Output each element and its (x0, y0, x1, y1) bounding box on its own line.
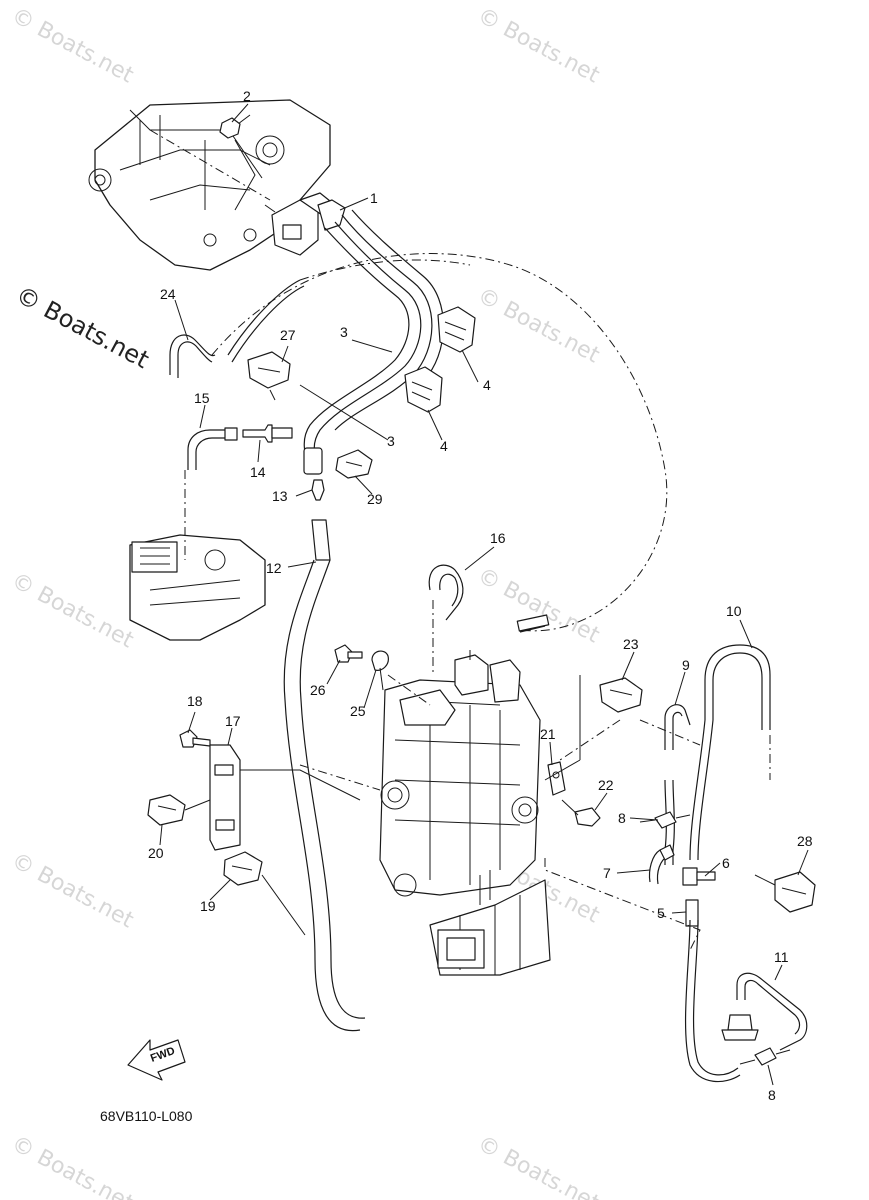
hose-24 (169, 253, 668, 633)
part-8-check-valve-upper (639, 811, 691, 829)
part-14-fitting (242, 424, 293, 443)
watermark: © Boats.net (473, 563, 604, 648)
callout-18: 18 (187, 693, 203, 709)
callout-23: 23 (623, 636, 639, 652)
part-28-clip (754, 871, 816, 913)
part-27-clip (247, 351, 291, 401)
callout-15: 15 (194, 390, 210, 406)
part-21-bracket (547, 761, 566, 796)
watermark: © Boats.net (7, 568, 138, 653)
callout-28: 28 (797, 833, 813, 849)
hose-15 (187, 427, 238, 470)
callout-2: 2 (243, 88, 251, 104)
callout-22: 22 (598, 777, 614, 793)
part-5-joint (685, 899, 699, 927)
watermark-bold: © Boats.net (11, 281, 153, 374)
callout-12: 12 (266, 560, 282, 576)
part-23-clip (544, 675, 643, 781)
hose-16 (428, 564, 464, 675)
callout-29: 29 (367, 491, 383, 507)
hose-10 (689, 644, 771, 861)
watermark: © Boats.net (7, 1131, 138, 1200)
part-25-clip (371, 650, 431, 706)
part-7-hose (648, 844, 675, 885)
hose-3 (303, 209, 444, 475)
callout-13: 13 (272, 488, 288, 504)
callout-19: 19 (200, 898, 216, 914)
fwd-arrow: FWD (127, 1039, 186, 1081)
callout-6: 6 (722, 855, 730, 871)
callout-21: 21 (540, 726, 556, 742)
callout-8-lower: 8 (768, 1087, 776, 1103)
part-29-clip (335, 449, 373, 479)
callout-27: 27 (280, 327, 296, 343)
callout-4-upper: 4 (483, 377, 491, 393)
assembly-guide-lines (299, 719, 701, 951)
callout-10: 10 (726, 603, 742, 619)
watermark: © Boats.net (473, 3, 604, 88)
part-8-check-valve-lower (739, 1047, 791, 1066)
hose-11 (684, 919, 808, 1083)
part-4-clamp-lower (404, 366, 443, 413)
part-22-bolt (561, 799, 601, 827)
vapor-separator-body (379, 650, 541, 897)
callout-17: 17 (225, 713, 241, 729)
callout-3-lower: 3 (387, 433, 395, 449)
callout-16: 16 (490, 530, 506, 546)
callout-26: 26 (310, 682, 326, 698)
callout-24: 24 (160, 286, 176, 302)
part-17-bracket (209, 744, 361, 851)
watermark: © Boats.net (473, 1131, 604, 1200)
callout-25: 25 (350, 703, 366, 719)
hose-12 (283, 519, 366, 1032)
callout-14: 14 (250, 464, 266, 480)
part-1-valve (264, 192, 346, 256)
canister (429, 870, 551, 976)
diagram-code: 68VB110-L080 (100, 1108, 193, 1124)
callout-5: 5 (657, 905, 665, 921)
callout-leaders (159, 103, 809, 1086)
part-18-bolt (179, 729, 211, 748)
callout-labels: 1 2 3 3 4 4 5 6 7 8 8 9 10 11 12 13 14 1… (148, 88, 813, 1103)
watermark: © Boats.net (7, 3, 138, 88)
callout-1: 1 (370, 190, 378, 206)
callout-9: 9 (682, 657, 690, 673)
part-6-tjoint (682, 867, 716, 886)
part-2-nut (219, 117, 263, 179)
watermark: © Boats.net (473, 283, 604, 368)
callout-4-lower: 4 (440, 438, 448, 454)
part-20-clip (147, 794, 211, 826)
engine-intake-drawing (88, 99, 331, 271)
part-13-joint (311, 479, 325, 501)
callout-7: 7 (603, 865, 611, 881)
callout-11: 11 (774, 949, 789, 965)
engine-lower-drawing (129, 470, 266, 641)
callout-20: 20 (148, 845, 164, 861)
callout-3-upper: 3 (340, 324, 348, 340)
part-4-clamp-upper (437, 306, 476, 353)
watermark: © Boats.net (7, 848, 138, 933)
part-26-bolt (334, 644, 363, 663)
callout-8-upper: 8 (618, 810, 626, 826)
part-19-clip (223, 851, 306, 936)
